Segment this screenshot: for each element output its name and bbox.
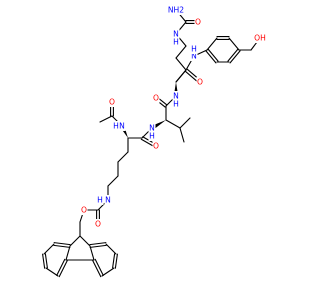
atom-label-n-urea: N [173,30,179,39]
atom-label-o-ch2oh: OH [254,34,266,43]
atom-label-background [194,17,202,27]
atom-label-background [190,44,198,54]
atom-label-background [108,97,116,107]
bond-line [175,57,187,71]
atom-label-background [190,51,198,61]
bond-line [56,258,66,276]
atom-label-n-carbamate: N [105,196,111,205]
atom-label-background [152,93,160,103]
bond-line [228,37,240,51]
bond-line [114,253,118,269]
atom-label-background [152,141,160,151]
bond-line [58,260,68,278]
atom-label-background [172,37,180,47]
bond-line [179,127,185,143]
bond-line [42,253,46,269]
atom-label-h-carbamate: H [97,196,103,205]
bond-line [89,244,107,248]
bond-line [99,115,113,123]
atom-label-background [172,29,180,39]
bond-line [94,258,104,276]
bond-line [89,245,95,261]
atom-label-background [148,131,156,141]
atom-label-background [104,195,112,205]
atom-label-background [94,219,102,229]
atom-label-background [172,91,180,101]
atom-label-background [96,195,104,205]
bond-line [101,267,115,277]
bond-line [175,69,187,83]
atom-label-background [167,5,185,15]
bond-line [92,260,102,278]
bonds-layer [42,9,261,278]
atom-label-o-acetyl: O [109,98,115,107]
atom-label-h-acetyl: H [113,122,119,131]
bond-line [117,151,129,163]
atom-label-o-carbamate: O [81,206,87,215]
bond-line [206,37,218,51]
atom-label-n-val: N [149,124,155,133]
atom-label-n-acetyl: N [119,122,125,131]
bond-line [179,117,191,129]
bond-line [45,267,59,277]
atom-label-background [196,77,204,87]
bond-line [205,50,217,64]
bond-line [112,253,116,269]
bond-line [43,243,55,255]
atom-label-o-cit-co: O [197,78,203,87]
atom-label-o-urea: O [195,18,201,27]
bond-line [53,242,71,246]
atom-label-h-cit: H [173,100,179,109]
bond-line [107,175,119,187]
atom-label-h-val: H [149,132,155,141]
bond-line [89,242,107,246]
atom-label-nh2-urea: NH2 [168,6,184,15]
atom-label-background [172,99,180,109]
bond-line [227,48,239,62]
atom-label-background [112,121,120,131]
bond-line [53,244,71,248]
atom-label-o-carbamate-co: O [95,220,101,229]
atom-label-o-val-co: O [153,94,159,103]
atom-label-n-cit: N [173,92,179,101]
atom-label-background [254,33,266,43]
atom-label-n-anilide: N [191,52,197,61]
bond-line [79,235,91,247]
atom-label-h-anilide: H [191,45,197,54]
atom-label-o-lys-co: O [153,142,159,151]
atom-label-background [148,123,156,133]
bond-line [229,50,241,64]
atom-label-background [118,121,126,131]
bond-line [44,253,48,269]
bond-line [175,45,187,59]
bond-line [69,235,81,247]
bond-line [65,245,71,261]
bond-line [165,119,181,129]
atom-label-h-urea: H [173,38,179,47]
bond-line [207,48,219,62]
atom-label-background [80,205,88,215]
bond-line [105,243,117,255]
